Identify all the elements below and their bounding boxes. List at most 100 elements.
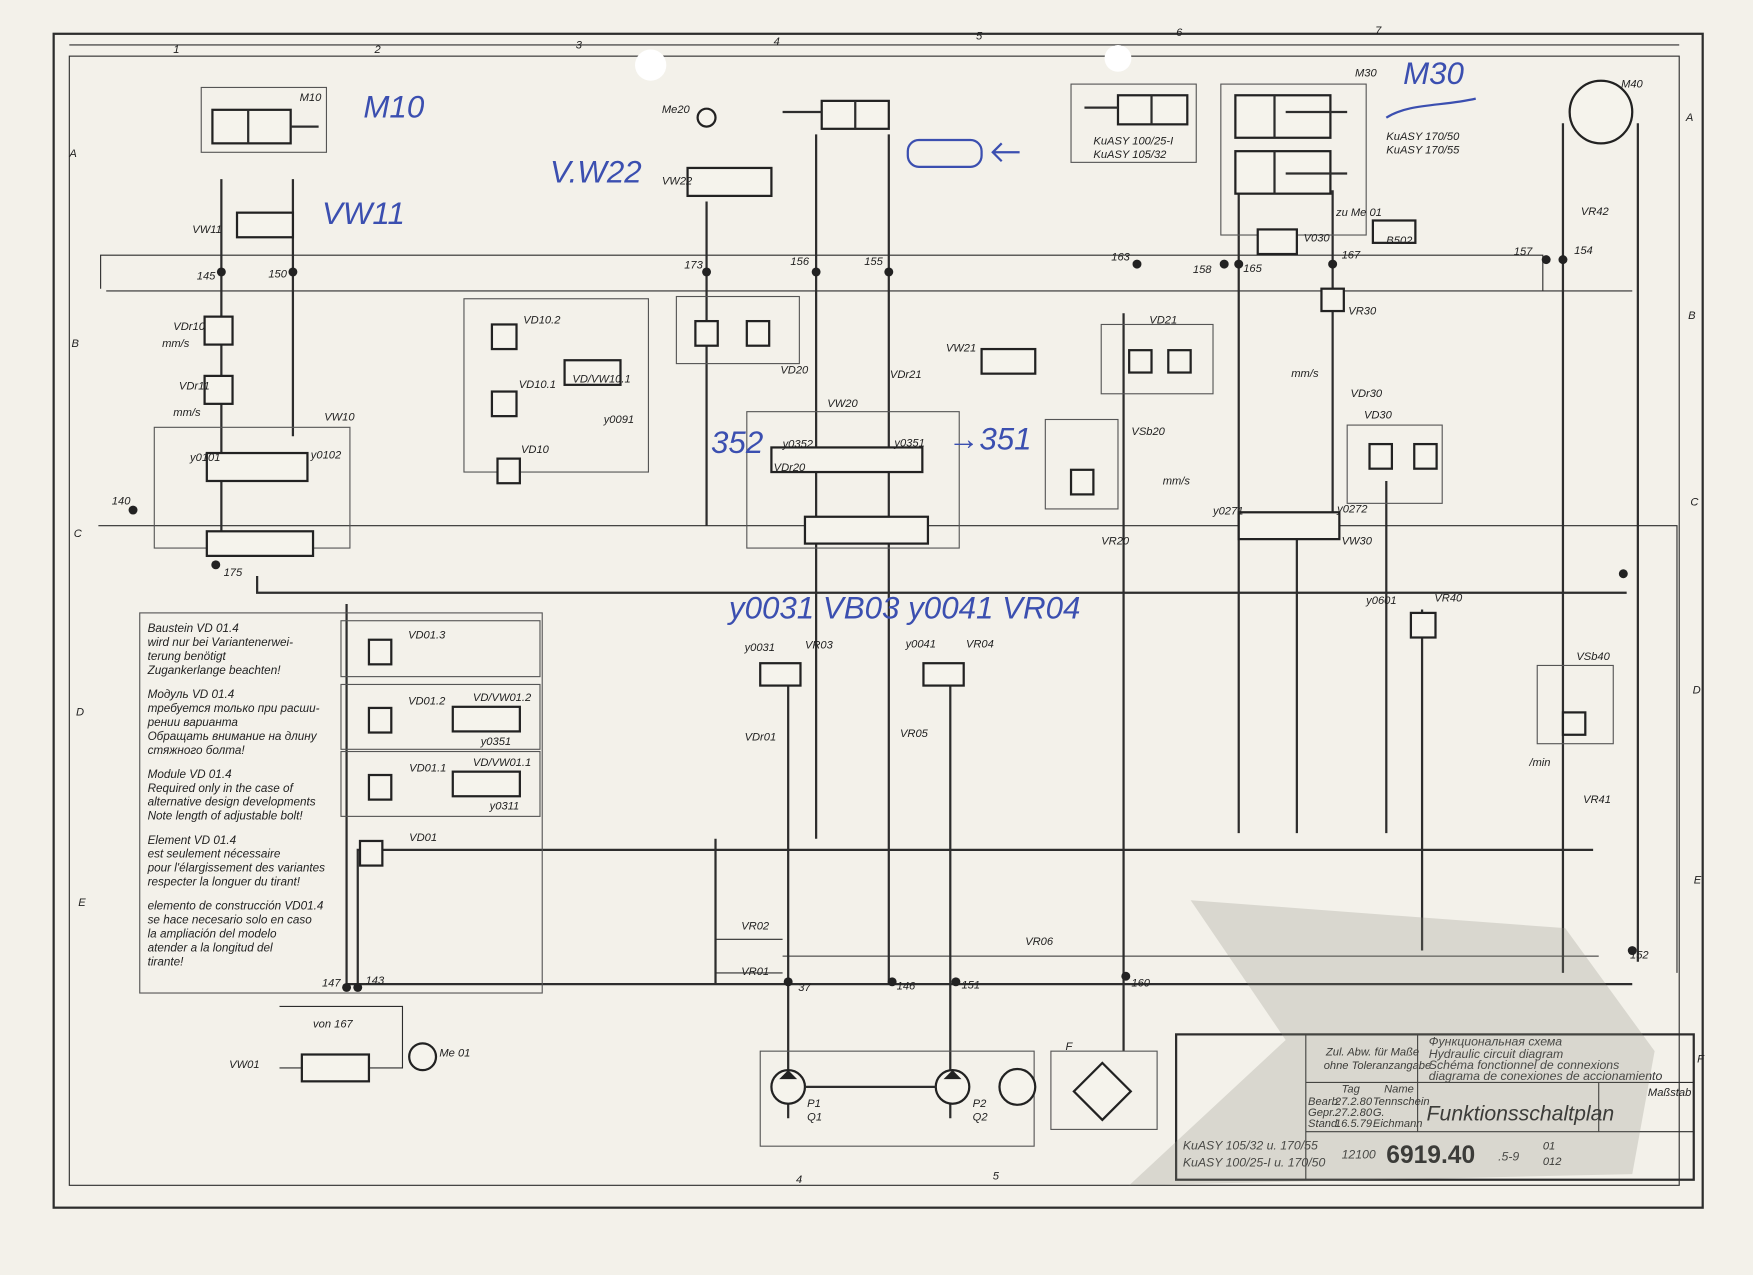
- inner-frame: [68, 55, 1680, 1186]
- handwritten-arrow: [991, 142, 1020, 163]
- label: y0311: [489, 801, 520, 813]
- handwritten-vw22: V.W22: [550, 154, 642, 189]
- label: mm/s: [173, 407, 201, 419]
- label: KuASY 170/50: [1386, 131, 1460, 143]
- label: VW11: [192, 224, 222, 236]
- grid-row: F: [1697, 1053, 1705, 1065]
- outer-frame: [52, 32, 1704, 1209]
- label: VD01.1: [409, 763, 446, 775]
- label: mm/s: [1163, 475, 1191, 487]
- label: VD/VW10.1: [572, 374, 630, 386]
- punch-hole: [635, 49, 667, 81]
- label: 152: [1630, 949, 1649, 961]
- pipe-lines: [98, 123, 1678, 1119]
- row-date: 27.2.80: [1334, 1107, 1373, 1119]
- label: von 167: [313, 1019, 353, 1031]
- pressure-valves: [203, 219, 1587, 867]
- tape-stain: [1129, 900, 1655, 1186]
- label: KuASY 170/55: [1386, 144, 1460, 156]
- label: y0101: [189, 452, 220, 464]
- grid-row: E: [78, 897, 86, 909]
- label: KuASY 105/32: [1093, 149, 1167, 161]
- label: Q1: [807, 1111, 822, 1123]
- label: Me 01: [439, 1048, 470, 1060]
- gauge-me01: [408, 1042, 438, 1072]
- label: 145: [197, 271, 216, 283]
- label: 154: [1574, 245, 1593, 257]
- label: VDr11: [179, 380, 210, 392]
- label: 163: [1111, 252, 1130, 264]
- label: 160: [1131, 977, 1150, 989]
- label: KuASY 100/25-I: [1093, 135, 1173, 147]
- cylinder-m30: [1234, 94, 1348, 195]
- note-line: Модуль VD 01.4: [148, 688, 235, 701]
- label: y0031: [744, 642, 775, 654]
- note-line: рении варианта: [147, 716, 239, 729]
- label: VD/VW01.2: [473, 692, 532, 704]
- hydraulic-motor-m40: [1568, 79, 1634, 145]
- label: VD10: [521, 444, 550, 456]
- grid-row: A: [1685, 112, 1693, 124]
- sheet-code: 01: [1543, 1141, 1555, 1153]
- grid-row: E: [1694, 874, 1702, 886]
- label: 150: [268, 269, 287, 281]
- label: VR05: [900, 728, 929, 740]
- label: M30: [1355, 67, 1377, 79]
- label: 146: [897, 981, 916, 993]
- label: mm/s: [162, 338, 190, 350]
- handwritten-annotations: M10 VW11 V.W22 M30 352 →351 y0031 VB03 y…: [322, 56, 1476, 625]
- label: 37: [798, 982, 811, 994]
- label: P1: [807, 1098, 821, 1110]
- label: VR01: [741, 966, 769, 978]
- label: VW22: [662, 176, 693, 188]
- label: VDr21: [890, 369, 922, 381]
- label: VDr30: [1351, 388, 1383, 400]
- label: VD30: [1364, 409, 1393, 421]
- sheet-code: 012: [1543, 1156, 1562, 1168]
- filter-f: [1072, 1061, 1133, 1122]
- handwritten-sketch: [906, 138, 983, 168]
- label: 173: [684, 260, 703, 272]
- label: mm/s: [1291, 368, 1319, 380]
- grid-col: 4: [796, 1174, 802, 1186]
- note-line: respecter la longuer du tirant!: [148, 876, 301, 889]
- title-ru: Функциональная схема: [1429, 1035, 1563, 1049]
- label: 175: [224, 567, 243, 579]
- note-line: est seulement nécessaire: [148, 848, 281, 861]
- label: VR02: [741, 920, 770, 932]
- row-key: Stand.: [1308, 1118, 1340, 1130]
- note-line: Baustein VD 01.4: [148, 622, 240, 635]
- title-block: Zul. Abw. für Maße ohne Toleranzangabe Ф…: [1175, 1033, 1695, 1181]
- note-line: Zugankerlange beachten!: [147, 664, 282, 677]
- grid-row: A: [68, 148, 76, 160]
- label: VD10.1: [519, 379, 556, 391]
- label: 165: [1243, 263, 1262, 275]
- row-key: Gepr.: [1308, 1107, 1335, 1119]
- gauge-me20: [696, 107, 717, 128]
- label: F: [1065, 1041, 1073, 1053]
- header-tag: Tag: [1342, 1084, 1361, 1096]
- label: y0041: [905, 639, 936, 651]
- label: /min: [1528, 757, 1550, 769]
- handwritten-m10: M10: [363, 90, 424, 125]
- cylinder-m10: [211, 108, 319, 145]
- note-line: atender a la longitud del: [148, 942, 273, 955]
- label: y0272: [1336, 503, 1368, 515]
- grid-row: D: [1693, 684, 1701, 696]
- label: VW01: [229, 1059, 259, 1071]
- label: 151: [961, 980, 980, 992]
- label: VW21: [946, 342, 976, 354]
- directional-valves: [205, 166, 1341, 1083]
- label: VD10.2: [523, 314, 561, 326]
- label: VSb40: [1576, 651, 1610, 663]
- grid-row: C: [74, 528, 83, 540]
- note-line: elemento de construcción VD01.4: [148, 900, 324, 913]
- label: VR40: [1434, 593, 1463, 605]
- label: y0351: [893, 437, 924, 449]
- pump-p2: [804, 1067, 1037, 1106]
- drawing-number: 6919.40: [1386, 1142, 1475, 1169]
- note-line: стяжного болта!: [148, 744, 246, 757]
- header-name: Name: [1384, 1084, 1414, 1096]
- cylinder-m20: [782, 99, 890, 130]
- note-line: wird nur bei Variantenerwei-: [148, 636, 294, 649]
